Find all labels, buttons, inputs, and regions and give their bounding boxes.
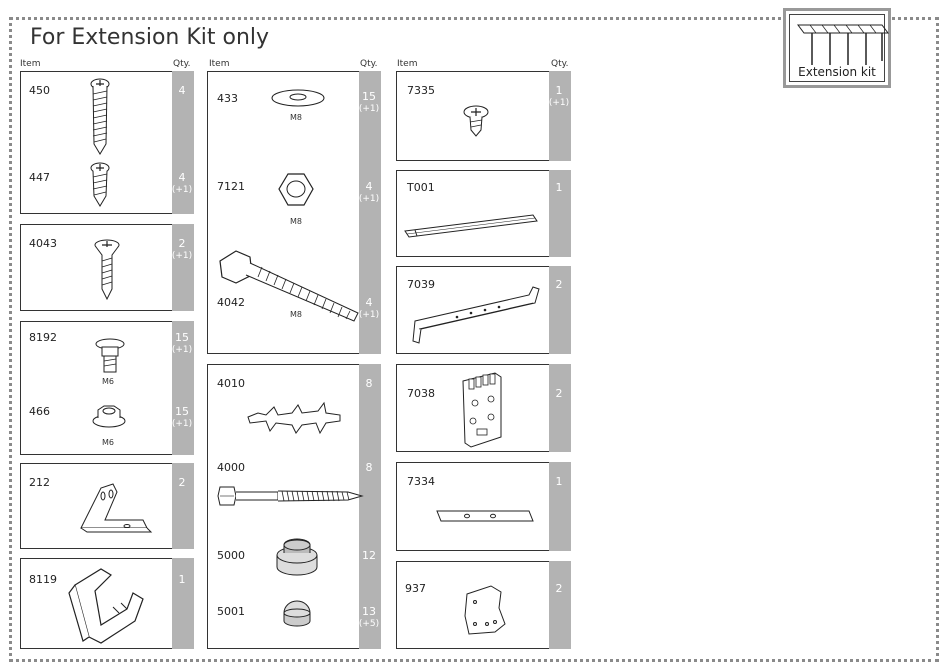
rail-profile-icon <box>409 283 545 347</box>
part-box-anchors: 4010 8 4000 8 5000 12 5001 13 (+5) <box>207 364 381 649</box>
part-qty: 15 <box>171 331 193 344</box>
part-code: 450 <box>29 84 50 97</box>
part-qty: 15 <box>171 405 193 418</box>
part-box-212: 212 2 <box>20 463 194 549</box>
washer-icon <box>270 88 326 108</box>
carport-icon <box>790 15 890 67</box>
part-code: 7121 <box>217 180 245 193</box>
part-code: 5000 <box>217 549 245 562</box>
size-label: M8 <box>290 310 302 319</box>
col2-item-header: Item <box>209 59 230 69</box>
extension-kit-badge: Extension kit <box>783 8 891 88</box>
part-qty: 1 <box>548 84 570 97</box>
part-box-screws: 450 4 447 4 (+1) <box>20 71 194 214</box>
gutter-clip-icon <box>61 563 151 647</box>
part-spare: (+5) <box>358 619 380 629</box>
part-box-7039: 7039 2 <box>396 266 571 354</box>
lag-screw-icon <box>216 483 366 509</box>
part-spare: (+1) <box>358 194 380 204</box>
part-code: 447 <box>29 171 50 184</box>
part-qty: 4 <box>171 171 193 184</box>
part-code: 466 <box>29 405 50 418</box>
flange-nut-icon <box>91 404 127 430</box>
short-screw-icon <box>87 162 113 208</box>
part-box-7038: 7038 2 <box>396 364 571 452</box>
part-spare: (+1) <box>171 185 193 195</box>
part-qty: 13 <box>358 605 380 618</box>
part-qty: 4 <box>171 84 193 97</box>
part-qty: 12 <box>358 549 380 562</box>
part-code: 4000 <box>217 461 245 474</box>
kit-badge-inner: Extension kit <box>789 14 885 82</box>
size-label: M8 <box>290 113 302 122</box>
part-qty: 1 <box>171 573 193 586</box>
part-box-m8: 433 15 (+1) M8 7121 4 (+1) M8 4042 4 (+1… <box>207 71 381 354</box>
col1-qty-header: Qty. <box>173 59 191 69</box>
part-box-937: 937 2 <box>396 561 571 649</box>
part-spare: (+1) <box>171 345 193 355</box>
qty-bar <box>549 364 571 452</box>
part-code: 7334 <box>407 475 435 488</box>
part-code: 8192 <box>29 331 57 344</box>
part-code: T001 <box>407 181 435 194</box>
part-qty: 8 <box>358 377 380 390</box>
part-qty: 2 <box>171 237 193 250</box>
part-qty: 8 <box>358 461 380 474</box>
part-box-8119: 8119 1 <box>20 558 194 649</box>
size-label: M6 <box>102 438 114 447</box>
part-code: 5001 <box>217 605 245 618</box>
long-screw-icon <box>85 78 115 158</box>
mounting-plate-icon <box>457 369 509 451</box>
part-box-T001: T001 1 <box>396 170 571 257</box>
part-spare: (+1) <box>171 419 193 429</box>
page-title: For Extension Kit only <box>30 25 269 50</box>
wall-plug-icon <box>246 401 346 437</box>
part-qty: 2 <box>548 582 570 595</box>
part-code: 433 <box>217 92 238 105</box>
part-box-4043: 4043 2 (+1) <box>20 224 194 311</box>
part-code: 937 <box>405 582 426 595</box>
part-code: 4010 <box>217 377 245 390</box>
part-code: 4043 <box>29 237 57 250</box>
rubber-cap-icon <box>272 537 322 577</box>
col3-qty-header: Qty. <box>551 59 569 69</box>
wafer-screw-icon <box>461 104 491 138</box>
part-spare: (+1) <box>358 104 380 114</box>
part-qty: 1 <box>548 181 570 194</box>
part-qty: 2 <box>548 387 570 400</box>
col3-item-header: Item <box>397 59 418 69</box>
size-label: M8 <box>290 217 302 226</box>
col1-item-header: Item <box>20 59 41 69</box>
carriage-bolt-icon <box>93 338 127 374</box>
part-code: 212 <box>29 476 50 489</box>
part-qty: 15 <box>358 90 380 103</box>
part-box-m6: 8192 15 (+1) M6 466 15 (+1) M6 <box>20 321 194 455</box>
kit-label: Extension kit <box>790 65 884 79</box>
end-cap-icon <box>280 599 314 629</box>
part-qty: 2 <box>548 278 570 291</box>
hex-nut-icon <box>276 171 316 211</box>
qty-bar <box>549 561 571 649</box>
part-box-7335: 7335 1 (+1) <box>396 71 571 161</box>
hex-key-icon <box>401 211 541 239</box>
part-qty: 4 <box>358 180 380 193</box>
part-spare: (+1) <box>171 251 193 261</box>
part-code: 7335 <box>407 84 435 97</box>
part-box-7334: 7334 1 <box>396 462 571 551</box>
part-qty: 2 <box>171 476 193 489</box>
qty-bar <box>172 558 194 649</box>
part-code: 7038 <box>407 387 435 400</box>
col2-qty-header: Qty. <box>360 59 378 69</box>
part-qty: 1 <box>548 475 570 488</box>
part-spare: (+1) <box>548 98 570 108</box>
part-code: 8119 <box>29 573 57 586</box>
countersunk-screw-icon <box>92 239 122 301</box>
angle-bracket-icon <box>73 480 153 536</box>
plate-bracket-icon <box>461 584 511 638</box>
flat-strip-icon <box>435 505 535 529</box>
size-label: M6 <box>102 377 114 386</box>
